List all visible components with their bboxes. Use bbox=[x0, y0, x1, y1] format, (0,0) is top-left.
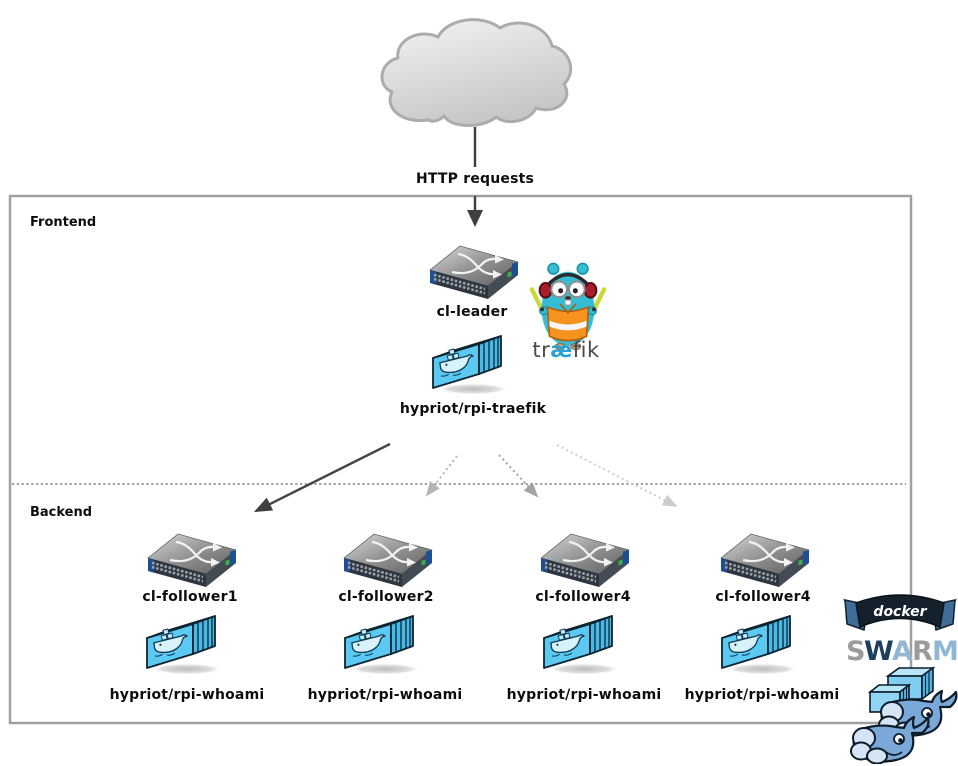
swarm-letter: W bbox=[864, 636, 894, 667]
arrow-to-follower3 bbox=[498, 454, 539, 498]
docker-container-icon bbox=[432, 335, 510, 396]
leader-node-label: cl-leader bbox=[436, 304, 508, 320]
swarm-letter: R bbox=[912, 636, 933, 667]
arrow-to-follower1 bbox=[253, 442, 391, 513]
network-switch-icon bbox=[539, 532, 631, 589]
follower3-image-label: hypriot/rpi-whoami bbox=[506, 687, 662, 703]
follower1-image-label: hypriot/rpi-whoami bbox=[109, 687, 265, 703]
docker-swarm-logo: docker SWARM bbox=[843, 594, 958, 764]
http-request-arrow bbox=[467, 127, 483, 227]
follower3-node-label: cl-follower4 bbox=[535, 589, 631, 605]
backend-section-label: Backend bbox=[30, 505, 93, 520]
arrow-to-follower2 bbox=[425, 455, 458, 497]
docker-container-icon bbox=[721, 615, 799, 676]
arrow-to-follower4 bbox=[556, 444, 678, 507]
follower4-node-label: cl-follower4 bbox=[715, 589, 811, 605]
follower4-image-label: hypriot/rpi-whoami bbox=[684, 687, 840, 703]
network-switch-icon bbox=[146, 532, 238, 589]
docker-container-icon bbox=[543, 615, 621, 676]
swarm-letter: S bbox=[846, 636, 865, 667]
traefik-word-pre: tr bbox=[532, 338, 551, 362]
section-box bbox=[8, 194, 913, 725]
swarm-banner-word: docker bbox=[873, 604, 927, 620]
traefik-word-ae: æ bbox=[550, 338, 573, 362]
docker-container-icon bbox=[344, 615, 422, 676]
follower1-node-label: cl-follower1 bbox=[142, 589, 238, 605]
swarm-letter: M bbox=[932, 636, 958, 667]
leader-image-label: hypriot/rpi-traefik bbox=[399, 401, 547, 417]
frontend-section-label: Frontend bbox=[30, 215, 97, 230]
network-switch-icon bbox=[428, 244, 520, 301]
docker-container-icon bbox=[146, 615, 224, 676]
traefik-word-post: fik bbox=[572, 338, 600, 362]
follower2-image-label: hypriot/rpi-whoami bbox=[307, 687, 463, 703]
network-switch-icon bbox=[342, 532, 434, 589]
http-requests-label: HTTP requests bbox=[415, 171, 535, 187]
swarm-whale-lower bbox=[850, 715, 930, 764]
traefik-wordmark: træfik bbox=[532, 338, 599, 362]
traefik-gopher-logo bbox=[529, 262, 607, 351]
swarm-letter: A bbox=[892, 636, 913, 667]
cloud-icon bbox=[380, 18, 573, 127]
swarm-wordmark: SWARM bbox=[846, 636, 958, 667]
network-switch-icon bbox=[719, 532, 811, 589]
follower2-node-label: cl-follower2 bbox=[338, 589, 434, 605]
